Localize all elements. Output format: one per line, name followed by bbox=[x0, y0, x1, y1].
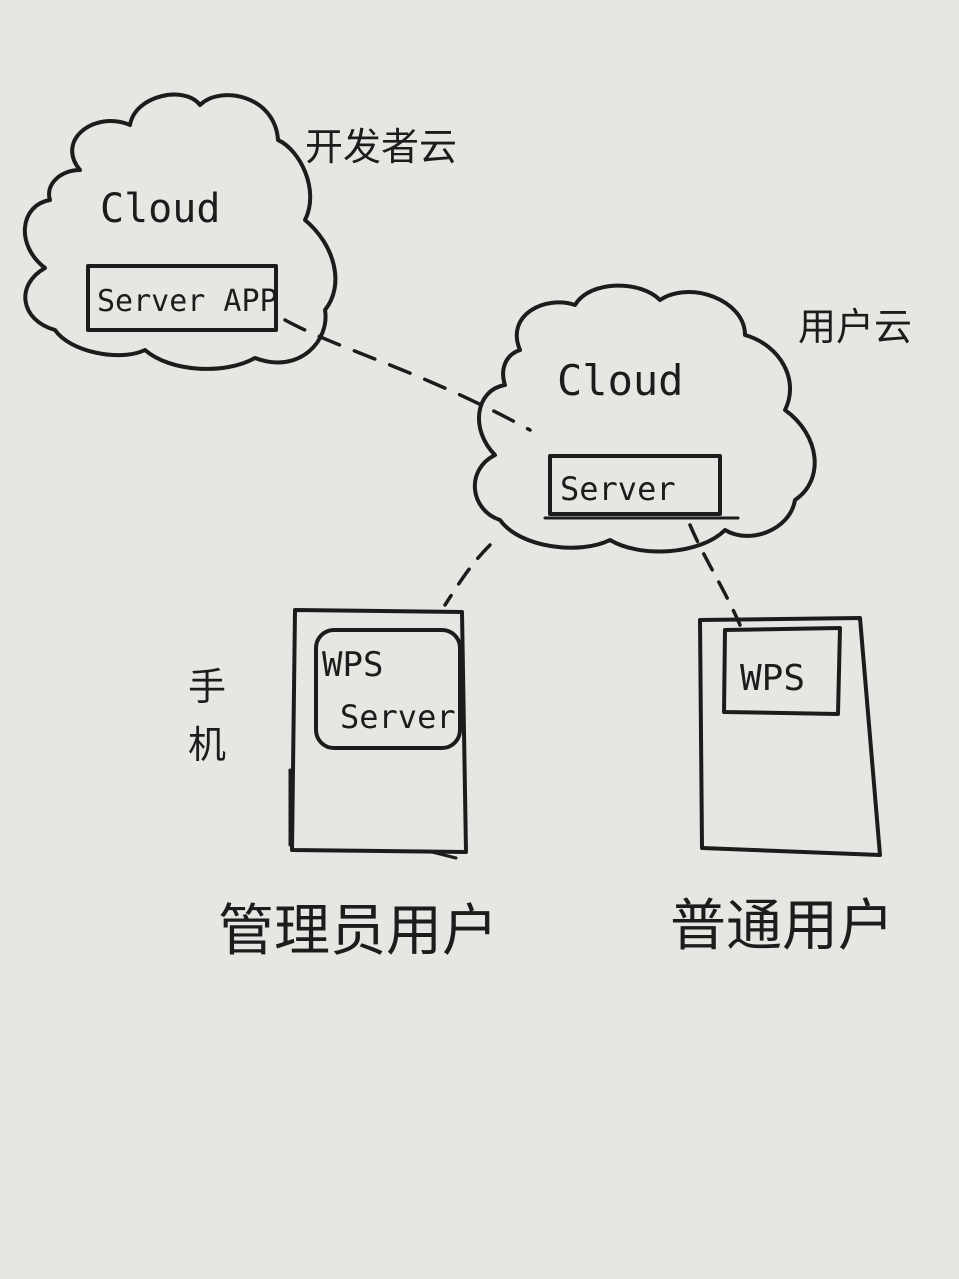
connector-developer-to-user-cloud bbox=[283, 318, 532, 432]
developer-cloud: Cloud Server APP 开发者云 bbox=[22, 92, 457, 371]
user-cloud: Cloud Server 用户云 bbox=[472, 283, 912, 554]
server-label: Server bbox=[560, 470, 676, 508]
wps-app-label: WPS bbox=[740, 658, 805, 699]
wps-server-line2: Server bbox=[340, 698, 456, 736]
wps-server-app-box bbox=[314, 628, 462, 750]
server-app-box bbox=[86, 264, 278, 332]
connectors bbox=[283, 318, 742, 627]
user-cloud-outline bbox=[472, 283, 817, 554]
user-cloud-caption: 用户云 bbox=[798, 305, 912, 349]
connector-user-cloud-to-admin-phone bbox=[443, 543, 492, 607]
wps-app-box bbox=[722, 626, 842, 716]
server-box bbox=[548, 454, 722, 516]
user-cloud-title: Cloud bbox=[557, 356, 683, 405]
normal-user-label: 普通用户 bbox=[670, 894, 894, 959]
server-app-label: Server APP bbox=[97, 284, 278, 319]
phone-caption: 手 机 bbox=[188, 665, 238, 767]
admin-phone-body bbox=[290, 608, 468, 854]
phone-caption-char2: 机 bbox=[188, 723, 226, 767]
developer-cloud-title: Cloud bbox=[100, 186, 220, 232]
normal-phone: WPS 普通用户 bbox=[670, 616, 894, 959]
connector-server-to-normal-phone bbox=[688, 523, 742, 627]
developer-cloud-caption: 开发者云 bbox=[305, 125, 457, 169]
admin-phone-bottom-mark bbox=[430, 850, 458, 860]
admin-user-label: 管理员用户 bbox=[218, 899, 498, 964]
normal-phone-body bbox=[698, 616, 882, 857]
admin-phone: WPS Server 手 机 管理员用户 bbox=[188, 608, 498, 964]
phone-caption-char1: 手 bbox=[188, 665, 226, 709]
developer-cloud-outline bbox=[22, 92, 338, 371]
wps-server-line1: WPS bbox=[322, 645, 383, 685]
